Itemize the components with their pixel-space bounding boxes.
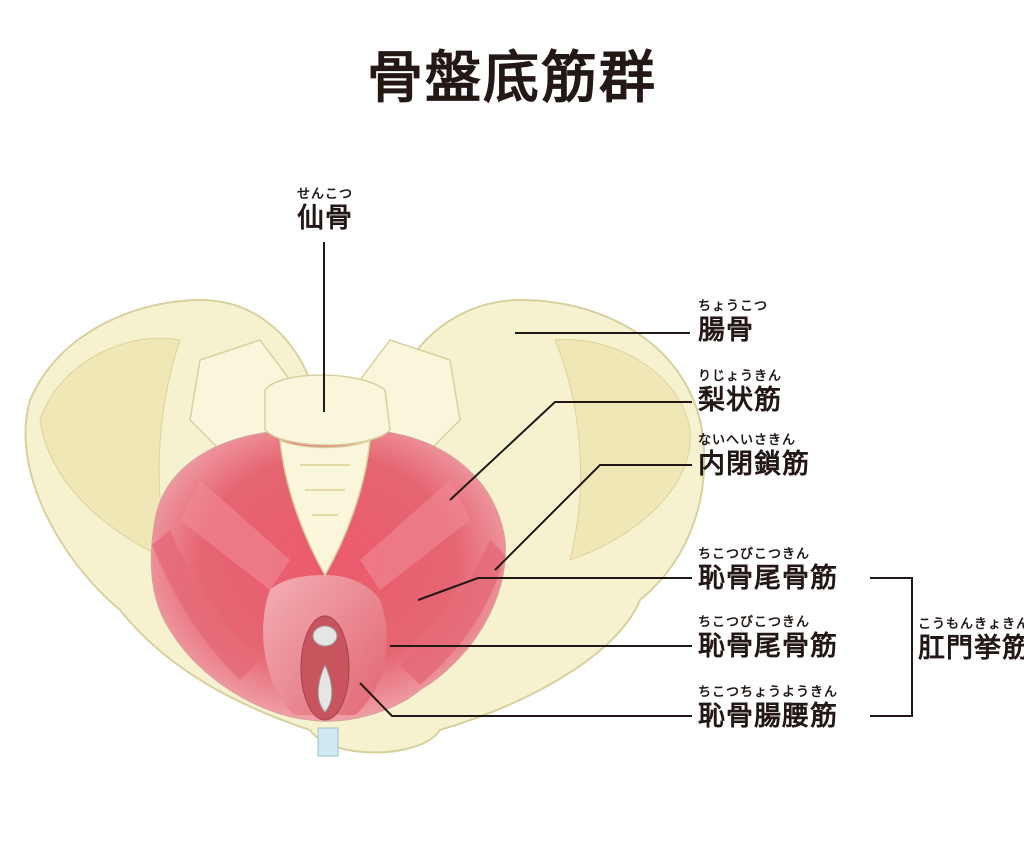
ruby-levator-ani: こうもんきょきん <box>918 617 1024 632</box>
leader-obturator <box>494 464 692 571</box>
sacrum-top <box>264 374 391 446</box>
ruby-pubococcygeus: ちこつびこつきん <box>698 615 811 630</box>
text-sacrum: 仙骨 <box>296 203 353 234</box>
text-levator-ani: 肛門挙筋 <box>918 633 1024 664</box>
iliac-fossa-left <box>39 337 181 561</box>
ruby-iliococcygeus: ちこつちょうようきん <box>698 685 839 700</box>
obturator-left-band <box>152 530 260 680</box>
text-piriformis: 梨状筋 <box>698 385 782 416</box>
label-coccygeus: ちこつびこつきん 恥骨尾骨筋 <box>698 548 838 592</box>
label-pubococcygeus: ちこつびこつきん 恥骨尾骨筋 <box>698 616 838 660</box>
ruby-ilium: ちょうこつ <box>698 299 769 314</box>
text-ilium: 腸骨 <box>698 315 754 346</box>
label-iliococcygeus: ちこつちょうようきん 恥骨腸腰筋 <box>698 686 838 730</box>
ruby-obturator-internus: ないへいさきん <box>698 433 797 448</box>
text-coccygeus: 恥骨尾骨筋 <box>698 563 838 594</box>
label-obturator-internus: ないへいさきん 内閉鎖筋 <box>698 434 810 478</box>
page-title: 骨盤底筋群 <box>367 46 657 111</box>
obturator-right-band <box>400 540 505 685</box>
label-piriformis: りじょうきん 梨状筋 <box>698 370 782 414</box>
text-obturator-internus: 内閉鎖筋 <box>698 449 810 480</box>
label-levator-ani: こうもんきょきん 肛門挙筋 <box>918 618 1024 662</box>
ruby-coccygeus: ちこつびこつきん <box>698 547 811 562</box>
bracket-levator-ani <box>870 577 913 717</box>
muscle-stripe-left <box>180 480 290 590</box>
leader-lines <box>323 242 913 717</box>
leader-iliococcygeus <box>359 682 692 717</box>
sacrum-coccyx <box>279 438 371 577</box>
label-sacrum: せんこつ 仙骨 <box>297 188 353 232</box>
leader-piriformis <box>449 401 692 501</box>
text-pubococcygeus: 恥骨尾骨筋 <box>698 631 838 662</box>
pubic-symphysis <box>317 727 339 757</box>
leader-coccygeus <box>417 577 692 601</box>
iliac-fossa-right <box>554 339 691 561</box>
label-ilium: ちょうこつ 腸骨 <box>698 300 768 344</box>
anal-canal-upper <box>312 625 338 647</box>
ruby-piriformis: りじょうきん <box>698 369 783 384</box>
text-iliococcygeus: 恥骨腸腰筋 <box>698 701 838 732</box>
muscle-stripe-right <box>360 480 470 590</box>
ruby-sacrum: せんこつ <box>296 187 354 202</box>
anal-canal-lower <box>317 663 333 713</box>
